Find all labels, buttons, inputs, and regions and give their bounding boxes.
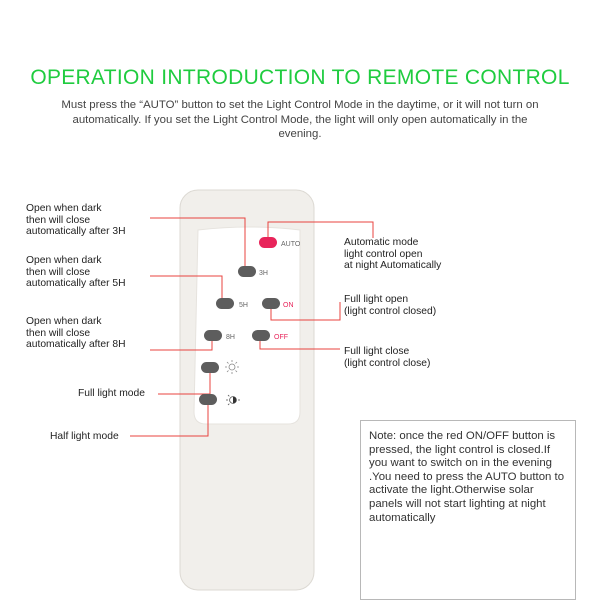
half-sun-icon bbox=[226, 394, 240, 406]
callout-full-light-open: Full light open (light control closed) bbox=[344, 294, 437, 317]
callout-full-light-close: Full light close (light control close) bbox=[344, 346, 431, 369]
on-button[interactable] bbox=[262, 298, 280, 309]
auto-button-label: AUTO bbox=[281, 241, 301, 248]
callout-open-8h: Open when dark then will close automatic… bbox=[26, 316, 126, 350]
5h-button-label: 5H bbox=[239, 302, 248, 309]
pointer-lines bbox=[130, 217, 374, 437]
pointer-on bbox=[270, 302, 341, 321]
callout-half-light-mode: Half light mode bbox=[50, 431, 119, 442]
on-button-label: ON bbox=[283, 302, 294, 309]
off-button-label: OFF bbox=[274, 334, 288, 341]
sun-icon bbox=[225, 360, 239, 374]
callout-open-5h: Open when dark then will close automatic… bbox=[26, 255, 126, 289]
note-box: Note: once the red ON/OFF button is pres… bbox=[360, 420, 576, 600]
pointer-half-light bbox=[130, 402, 209, 437]
page-title: OPERATION INTRODUCTION TO REMOTE CONTROL bbox=[30, 66, 570, 89]
pointer-auto bbox=[267, 221, 374, 238]
3h-button[interactable] bbox=[238, 266, 256, 277]
callout-full-light-mode: Full light mode bbox=[78, 388, 145, 399]
off-button[interactable] bbox=[252, 330, 270, 341]
intro-text: Must press the “AUTO” button to set the … bbox=[61, 99, 539, 140]
callout-open-3h: Open when dark then will close automatic… bbox=[26, 203, 126, 237]
auto-button[interactable] bbox=[259, 237, 277, 248]
3h-button-label: 3H bbox=[259, 270, 268, 277]
pointer-8h bbox=[150, 337, 213, 351]
8h-button-label: 8H bbox=[226, 334, 235, 341]
pointer-5h bbox=[150, 275, 223, 303]
full-light-button[interactable] bbox=[201, 362, 219, 373]
half-light-button[interactable] bbox=[199, 394, 217, 405]
5h-button[interactable] bbox=[216, 298, 234, 309]
pointer-3h bbox=[150, 217, 246, 268]
8h-button[interactable] bbox=[204, 330, 222, 341]
callout-automatic-mode: Automatic mode light control open at nig… bbox=[344, 237, 442, 271]
